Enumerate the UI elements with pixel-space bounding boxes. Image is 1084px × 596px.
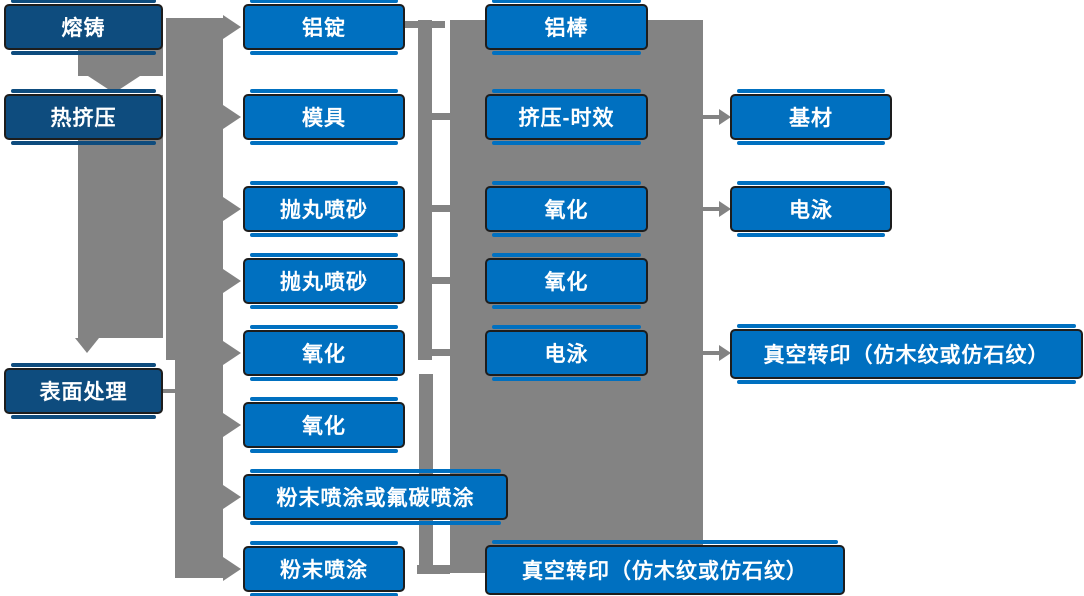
flow-node-zhenkong-bottom: 真空转印（仿木纹或仿石纹） (485, 540, 845, 595)
flow-node-fenmo: 粉末喷涂 (243, 541, 405, 596)
flow-node-lvbang: 铝棒 (485, 0, 648, 55)
arrowhead-to-jicai (719, 109, 731, 125)
flow-node-rongzhu: 熔铸 (4, 0, 163, 55)
arrowhead-to-zhenkong (719, 345, 731, 361)
connector-tick-row4 (430, 277, 450, 284)
connector-tick-row2 (430, 113, 450, 120)
connector-bridge-bottom (417, 565, 450, 574)
flow-node-dianyong-c3: 电泳 (485, 325, 648, 381)
flow-node-muju: 模具 (243, 89, 405, 145)
connector-surface-treatment-link (160, 389, 177, 393)
connector-tick-row1 (405, 21, 445, 28)
flow-node-lvding: 铝锭 (243, 0, 405, 55)
arrowhead-down-to-hot-extrusion (88, 76, 140, 93)
arrowhead-to-dianyong (719, 201, 731, 217)
arrowhead-row4 (223, 269, 241, 293)
flow-node-jicai: 基材 (730, 89, 892, 145)
arrowhead-row5 (223, 341, 241, 365)
flow-node-dianyong-c4: 电泳 (730, 181, 892, 237)
connector-line-to-dianyong (703, 207, 719, 211)
arrowhead-down-to-surface-treatment (75, 338, 99, 353)
arrowhead-row7 (223, 485, 241, 509)
connector-tick-row3 (430, 205, 450, 212)
connector-line-to-jicai (703, 115, 719, 119)
arrowhead-row6 (223, 413, 241, 437)
flow-node-rejiya: 热挤压 (4, 89, 163, 145)
connector-strip-upper (418, 20, 432, 360)
connector-trunk-upper (166, 18, 223, 360)
flow-node-jiya-shixiao: 挤压-时效 (485, 89, 648, 145)
connector-trunk-lower (175, 360, 223, 578)
flow-node-yanghua-c3-1: 氧化 (485, 181, 648, 237)
connector-line-to-zhenkong (703, 351, 719, 355)
flow-node-paowanpensha-1: 抛丸喷砂 (243, 181, 405, 237)
flow-node-fenmo-futan: 粉末喷涂或氟碳喷涂 (243, 469, 508, 525)
arrowhead-row8 (223, 557, 241, 581)
flow-node-yanghua-c2-1: 氧化 (243, 325, 405, 381)
flow-node-paowanpensha-2: 抛丸喷砂 (243, 253, 405, 309)
flow-node-yanghua-c3-2: 氧化 (485, 253, 648, 309)
arrowhead-row2 (223, 105, 241, 129)
arrowhead-row1 (223, 15, 241, 39)
flow-node-yanghua-c2-2: 氧化 (243, 397, 405, 453)
flow-node-zhenkong-right: 真空转印（仿木纹或仿石纹） (730, 324, 1083, 384)
arrowhead-row3 (223, 197, 241, 221)
flow-node-biaomianchuli: 表面处理 (4, 363, 163, 419)
connector-tick-row5 (430, 349, 450, 356)
